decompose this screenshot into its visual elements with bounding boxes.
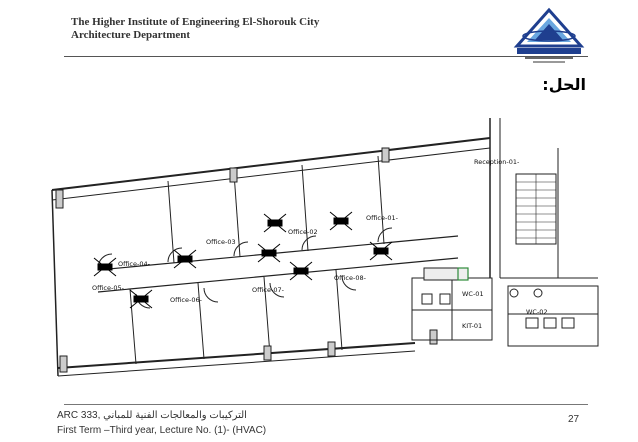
label-office-02: Office-02 bbox=[288, 228, 318, 236]
label-reception: Reception-01- bbox=[474, 158, 520, 166]
course-line: ARC 333, التركيبات والمعالجات الفنية للم… bbox=[57, 410, 247, 421]
hvac-floor-plan: Reception-01- Office-01- Office-02 Offic… bbox=[51, 118, 599, 377]
page-number: 27 bbox=[568, 414, 580, 425]
footer-divider bbox=[64, 404, 588, 405]
diffuser-icon bbox=[129, 289, 153, 309]
diffuser-icon bbox=[289, 261, 313, 281]
label-office-08: Office-08- bbox=[334, 274, 367, 282]
diffuser-icon bbox=[369, 241, 393, 261]
diffuser-icon bbox=[329, 211, 353, 231]
label-wc-01: WC-01 bbox=[462, 290, 484, 298]
header-divider bbox=[64, 56, 588, 57]
label-wc-02: WC-02 bbox=[526, 308, 548, 316]
label-office-01: Office-01- bbox=[366, 214, 399, 222]
label-office-06: Office-06- bbox=[170, 296, 203, 304]
diffuser-icon bbox=[173, 249, 197, 269]
slide-heading: الحل: bbox=[542, 75, 586, 94]
label-office-07: Office-07- bbox=[252, 286, 285, 294]
label-office-03: Office-03 bbox=[206, 238, 236, 246]
department-name: Architecture Department bbox=[71, 29, 191, 41]
label-office-05: Office-05- bbox=[92, 284, 125, 292]
diffuser-icon bbox=[257, 243, 281, 263]
label-kit-01: KIT-01 bbox=[462, 322, 482, 330]
diffuser-icon bbox=[263, 213, 287, 233]
term-line: First Term –Third year, Lecture No. (1)-… bbox=[57, 425, 267, 436]
label-office-04: Office-04- bbox=[118, 260, 151, 268]
institute-name: The Higher Institute of Engineering El-S… bbox=[71, 16, 320, 28]
diffuser-icon bbox=[93, 257, 117, 277]
institute-logo bbox=[513, 7, 585, 63]
